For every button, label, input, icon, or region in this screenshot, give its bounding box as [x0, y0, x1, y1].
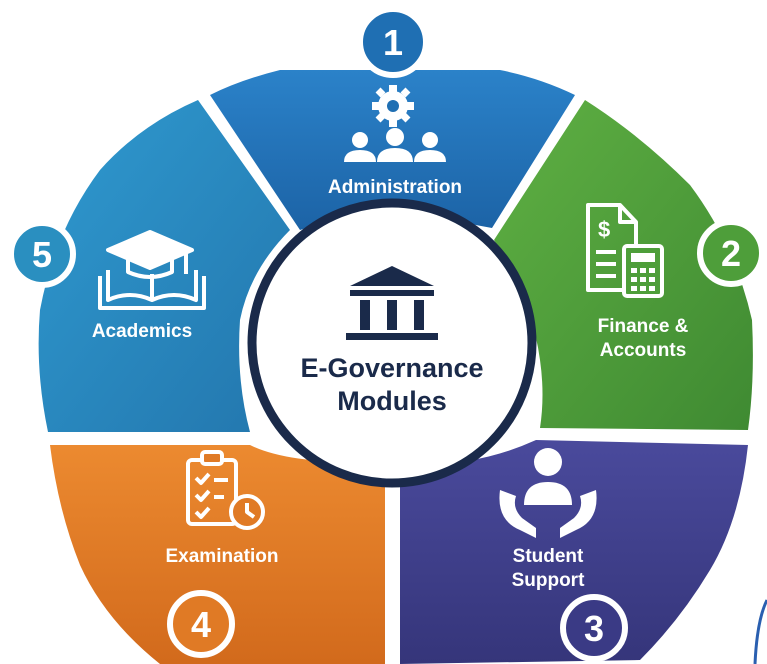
- module-academics: Academics: [38, 100, 290, 432]
- finance-label-line2: Accounts: [600, 340, 687, 361]
- svg-text:$: $: [598, 217, 610, 242]
- module-student-support: Student Support: [400, 440, 748, 664]
- administration-label: Administration: [328, 177, 462, 198]
- badge-5-number: 5: [32, 234, 52, 275]
- segment-student-support: [400, 440, 748, 664]
- badge-3: 3: [560, 594, 628, 662]
- student-support-label-line1: Student: [513, 546, 584, 567]
- academics-graduation-book-icon: [98, 230, 206, 310]
- stamp-edge-mark: [753, 599, 767, 664]
- badge-5: 5: [8, 220, 76, 288]
- admin-gear-people-icon: [344, 85, 446, 162]
- badge-1: 1: [357, 6, 429, 78]
- module-finance-accounts: $ Finance & Accounts: [494, 100, 753, 430]
- badge-4: 4: [167, 590, 235, 658]
- badge-2-number: 2: [721, 233, 741, 274]
- badge-3-number: 3: [584, 608, 604, 649]
- student-support-label-line2: Support: [512, 570, 585, 591]
- center-hub: E-Governance Modules: [247, 198, 537, 488]
- module-examination: Examination: [50, 445, 385, 664]
- student-support-hands-icon: [499, 448, 597, 538]
- center-circle: [247, 198, 537, 488]
- institution-building-icon: [346, 266, 438, 340]
- center-title-line1: E-Governance: [300, 353, 483, 383]
- badge-2: 2: [697, 219, 765, 287]
- segment-academics: [38, 100, 290, 432]
- examination-label: Examination: [166, 546, 279, 567]
- exam-clipboard-clock-icon: [186, 450, 265, 530]
- module-administration: Administration: [210, 70, 575, 230]
- badge-4-number: 4: [191, 604, 211, 645]
- badge-1-number: 1: [383, 22, 403, 63]
- finance-document-calculator-icon: $: [586, 203, 664, 298]
- academics-label: Academics: [92, 321, 192, 342]
- center-title-line2: Modules: [337, 386, 447, 416]
- segment-examination: [50, 445, 385, 664]
- finance-label-line1: Finance &: [598, 316, 689, 337]
